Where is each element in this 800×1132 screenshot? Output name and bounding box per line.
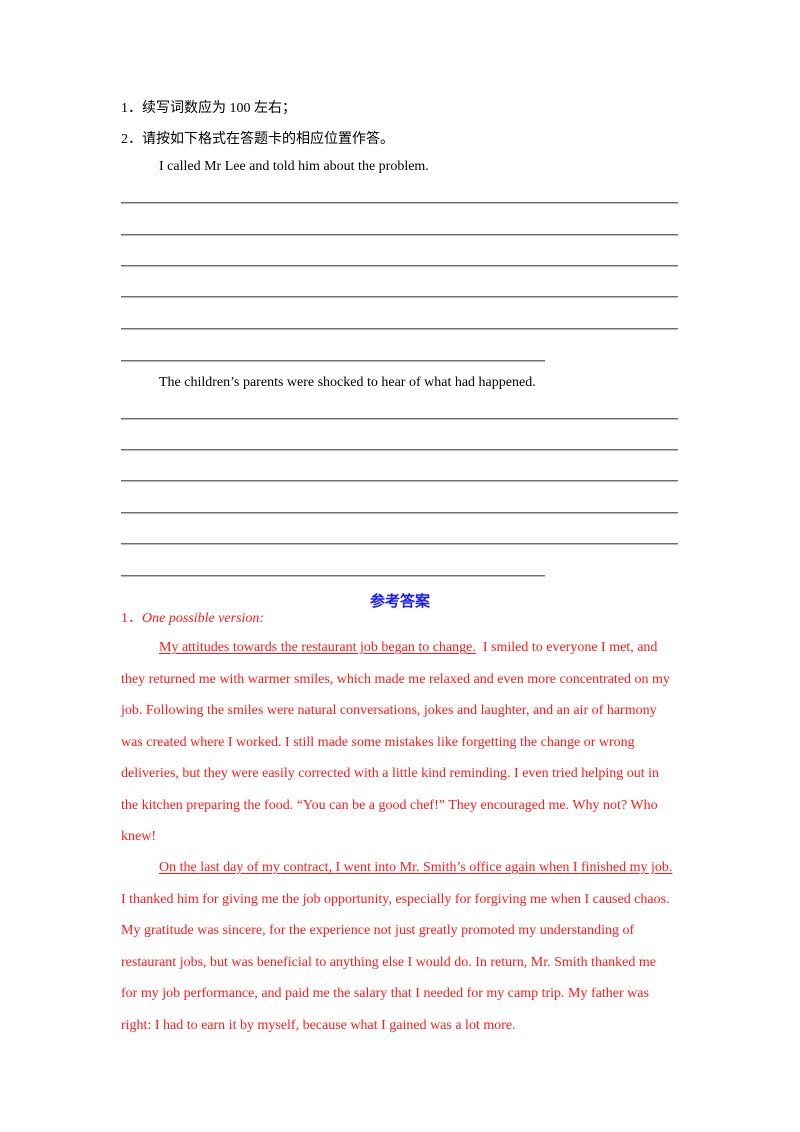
paragraph-prompt-1: I called Mr Lee and told him about the p… <box>159 159 429 174</box>
paragraph-line: restaurant jobs, but was beneficial to a… <box>121 954 656 970</box>
paragraph-line: they returned me with warmer smiles, whi… <box>121 671 670 687</box>
answer-title: 参考答案 <box>369 592 430 610</box>
answer-version-label: One possible version: <box>142 611 265 626</box>
paragraph-line: On the last day of my contract, I went i… <box>121 852 681 884</box>
underlined-topic-sentence: On the last day of my contract, I went i… <box>159 860 673 875</box>
writing-line <box>121 202 678 204</box>
answer-label: 1．One possible version: <box>121 610 264 628</box>
writing-line <box>121 265 678 267</box>
paragraph-line: My attitudes towards the restaurant job … <box>159 640 658 655</box>
writing-line <box>121 296 678 298</box>
writing-line <box>121 543 678 545</box>
paragraph-prompt-2: The children’s parents were shocked to h… <box>159 375 536 390</box>
writing-line <box>121 328 678 330</box>
instruction-text: 续写词数应为 100 左右； <box>142 101 296 116</box>
paragraph-line: job. Following the smiles were natural c… <box>121 703 657 718</box>
paragraph-line: knew! <box>121 829 156 844</box>
instruction-2: 2．请按如下格式在答题卡的相应位置作答。 <box>121 131 394 149</box>
instruction-text: 请按如下格式在答题卡的相应位置作答。 <box>142 132 394 147</box>
paragraph-line: for my job performance, and paid me the … <box>121 986 649 1001</box>
writing-line <box>121 512 678 514</box>
writing-line <box>121 575 545 577</box>
writing-line <box>121 449 678 451</box>
writing-line <box>121 360 545 362</box>
answer-paragraph-2: On the last day of my contract, I went i… <box>121 852 681 1041</box>
writing-line <box>121 480 678 482</box>
instruction-number: 1． <box>121 101 142 116</box>
writing-line <box>121 234 678 236</box>
answer-paragraph-1: My attitudes towards the restaurant job … <box>121 632 681 853</box>
paragraph-line: My gratitude was sincere, for the experi… <box>121 923 635 938</box>
instruction-number: 2． <box>121 132 142 147</box>
underlined-topic-sentence: My attitudes towards the restaurant job … <box>159 640 476 655</box>
paragraph-line: deliveries, but they were easily correct… <box>121 766 660 781</box>
paragraph-line: the kitchen preparing the food. “You can… <box>121 797 658 813</box>
paragraph-line: right: I had to earn it by myself, becau… <box>121 1017 516 1033</box>
instruction-1: 1．续写词数应为 100 左右； <box>121 100 296 118</box>
paragraph-line: was created where I worked. I still made… <box>121 734 635 750</box>
answer-number: 1． <box>121 611 142 626</box>
writing-line <box>121 418 678 420</box>
paragraph-line: I thanked him for giving me the job oppo… <box>121 891 670 907</box>
